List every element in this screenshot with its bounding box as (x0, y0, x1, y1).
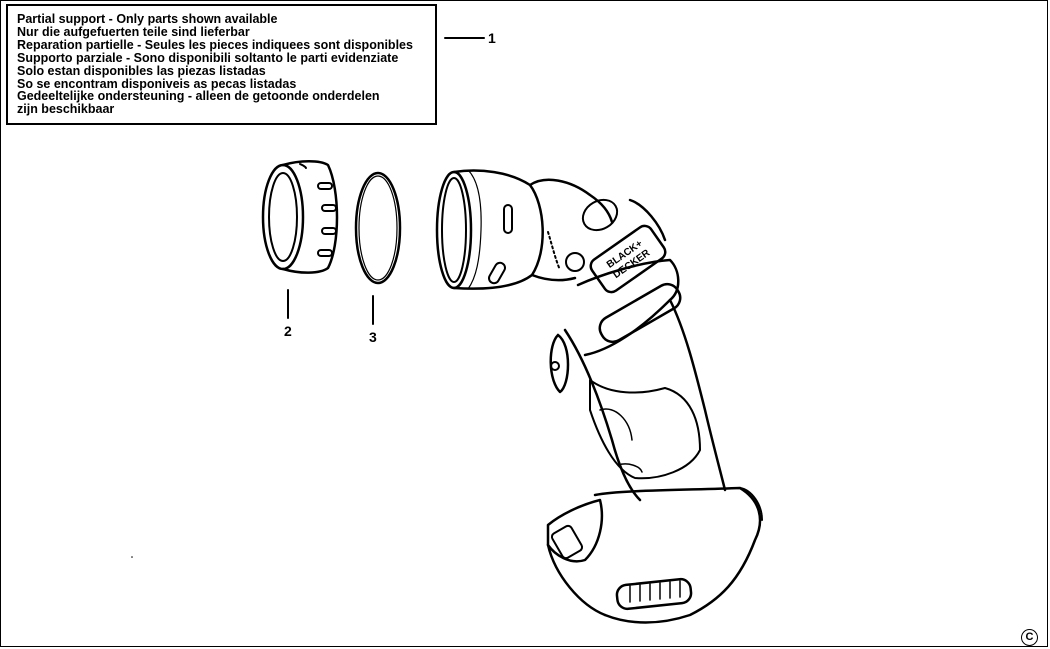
notice-line: Gedeeltelijke ondersteuning - alleen de … (17, 89, 380, 104)
notice-line: Supporto parziale - Sono disponibili sol… (17, 50, 399, 65)
o-ring-part (354, 171, 402, 285)
notice-line: Partial support - Only parts shown avail… (17, 12, 278, 26)
callout-label-2: 2 (284, 323, 292, 339)
grip-notch (321, 204, 337, 212)
stray-mark (131, 556, 133, 558)
copyright-symbol: C (1021, 629, 1038, 646)
flashlight-body (435, 169, 763, 624)
callout-label-1: 1 (488, 30, 496, 46)
partial-support-notice: Partial support - Only parts shown avail… (6, 4, 437, 125)
notice-line: Reparation partielle - Seules les pieces… (17, 37, 413, 52)
callout-label-3: 3 (369, 329, 377, 345)
bezel-ring-part (261, 160, 339, 274)
notice-line: zijn beschikbaar (17, 102, 115, 117)
grip-notch (317, 182, 333, 190)
notice-line: Solo estan disponibles las piezas listad… (17, 63, 266, 78)
grip-notch (321, 227, 337, 235)
brand-logo: BLACK+ DECKER (605, 238, 653, 281)
notice-line: So se encontram disponiveis as pecas lis… (17, 76, 297, 91)
grip-notch (317, 249, 333, 257)
notice-line: Nur die aufgefuerten teile sind lieferba… (17, 24, 250, 39)
